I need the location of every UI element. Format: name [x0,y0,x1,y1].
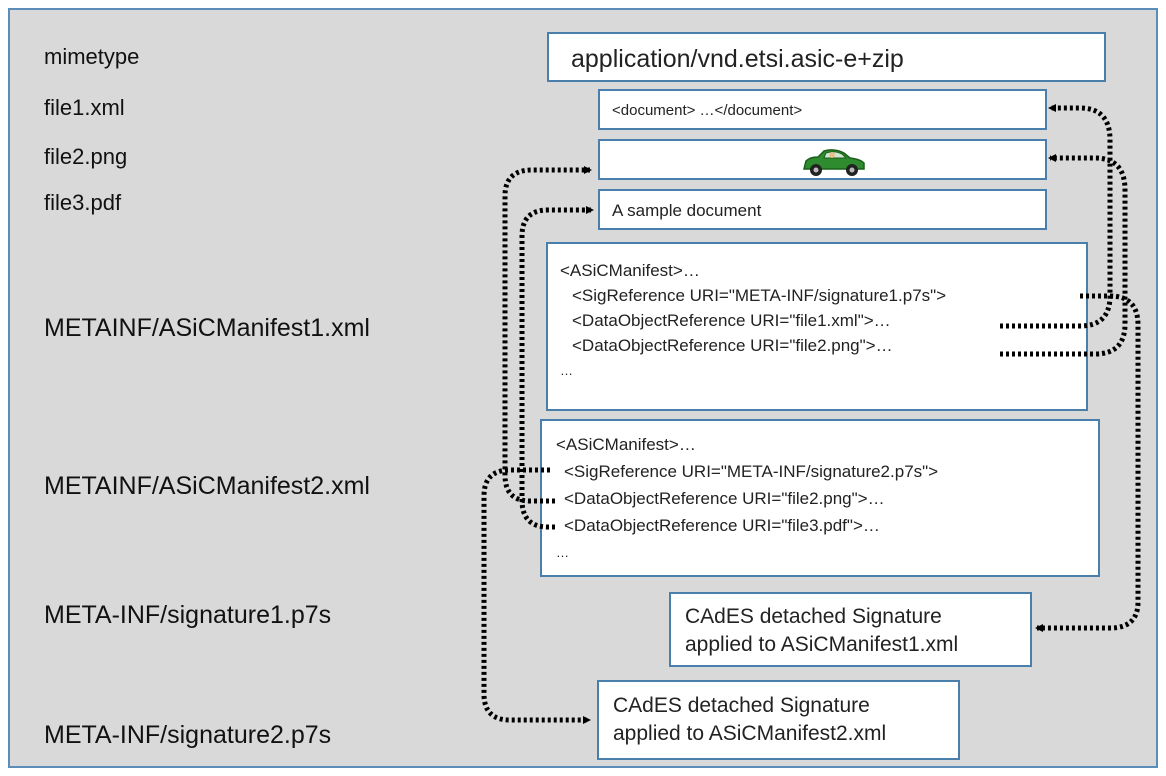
manifest1-box: <ASiCManifest>… <SigReference URI="META-… [546,242,1088,411]
file3-box: A sample document [598,189,1047,230]
manifest2-line: <SigReference URI="META-INF/signature2.p… [564,462,939,481]
manifest1-line: … [560,363,573,378]
sig2-line: CAdES detached Signature [613,694,870,717]
label-manifest2: METAINF/ASiCManifest2.xml [44,472,370,500]
car-icon [803,149,865,176]
label-file3: file3.pdf [44,190,122,215]
label-signature1: META-INF/signature1.p7s [44,601,332,629]
mimetype-value: application/vnd.etsi.asic-e+zip [571,45,904,73]
manifest2-line: <ASiCManifest>… [556,435,696,454]
sig2-box: CAdES detached Signature applied to ASiC… [597,680,960,760]
file1-content: <document> …</document> [612,102,803,119]
manifest2-line: <DataObjectReference URI="file3.pdf">… [564,516,880,535]
manifest1-line: <DataObjectReference URI="file2.png">… [572,336,893,355]
manifest1-line: <SigReference URI="META-INF/signature1.p… [572,286,947,305]
sig1-line: applied to ASiCManifest1.xml [685,633,959,656]
label-signature2: META-INF/signature2.p7s [44,721,332,749]
label-manifest1: METAINF/ASiCManifest1.xml [44,314,370,342]
manifest2-box: <ASiCManifest>… <SigReference URI="META-… [540,419,1100,577]
label-mimetype: mimetype [44,44,140,69]
manifest1-line: <DataObjectReference URI="file1.xml">… [572,311,891,330]
file2-box [598,139,1047,180]
mimetype-box: application/vnd.etsi.asic-e+zip [547,32,1106,82]
label-file1: file1.xml [44,95,125,120]
file1-box: <document> …</document> [598,89,1047,130]
manifest2-line: <DataObjectReference URI="file2.png">… [564,489,885,508]
sig2-line: applied to ASiCManifest2.xml [613,722,887,745]
sig1-line: CAdES detached Signature [685,605,942,628]
manifest2-line: … [556,545,569,560]
sig1-box: CAdES detached Signature applied to ASiC… [669,592,1032,667]
file3-content: A sample document [612,201,762,220]
label-file2: file2.png [44,144,128,169]
manifest1-line: <ASiCManifest>… [560,261,700,280]
